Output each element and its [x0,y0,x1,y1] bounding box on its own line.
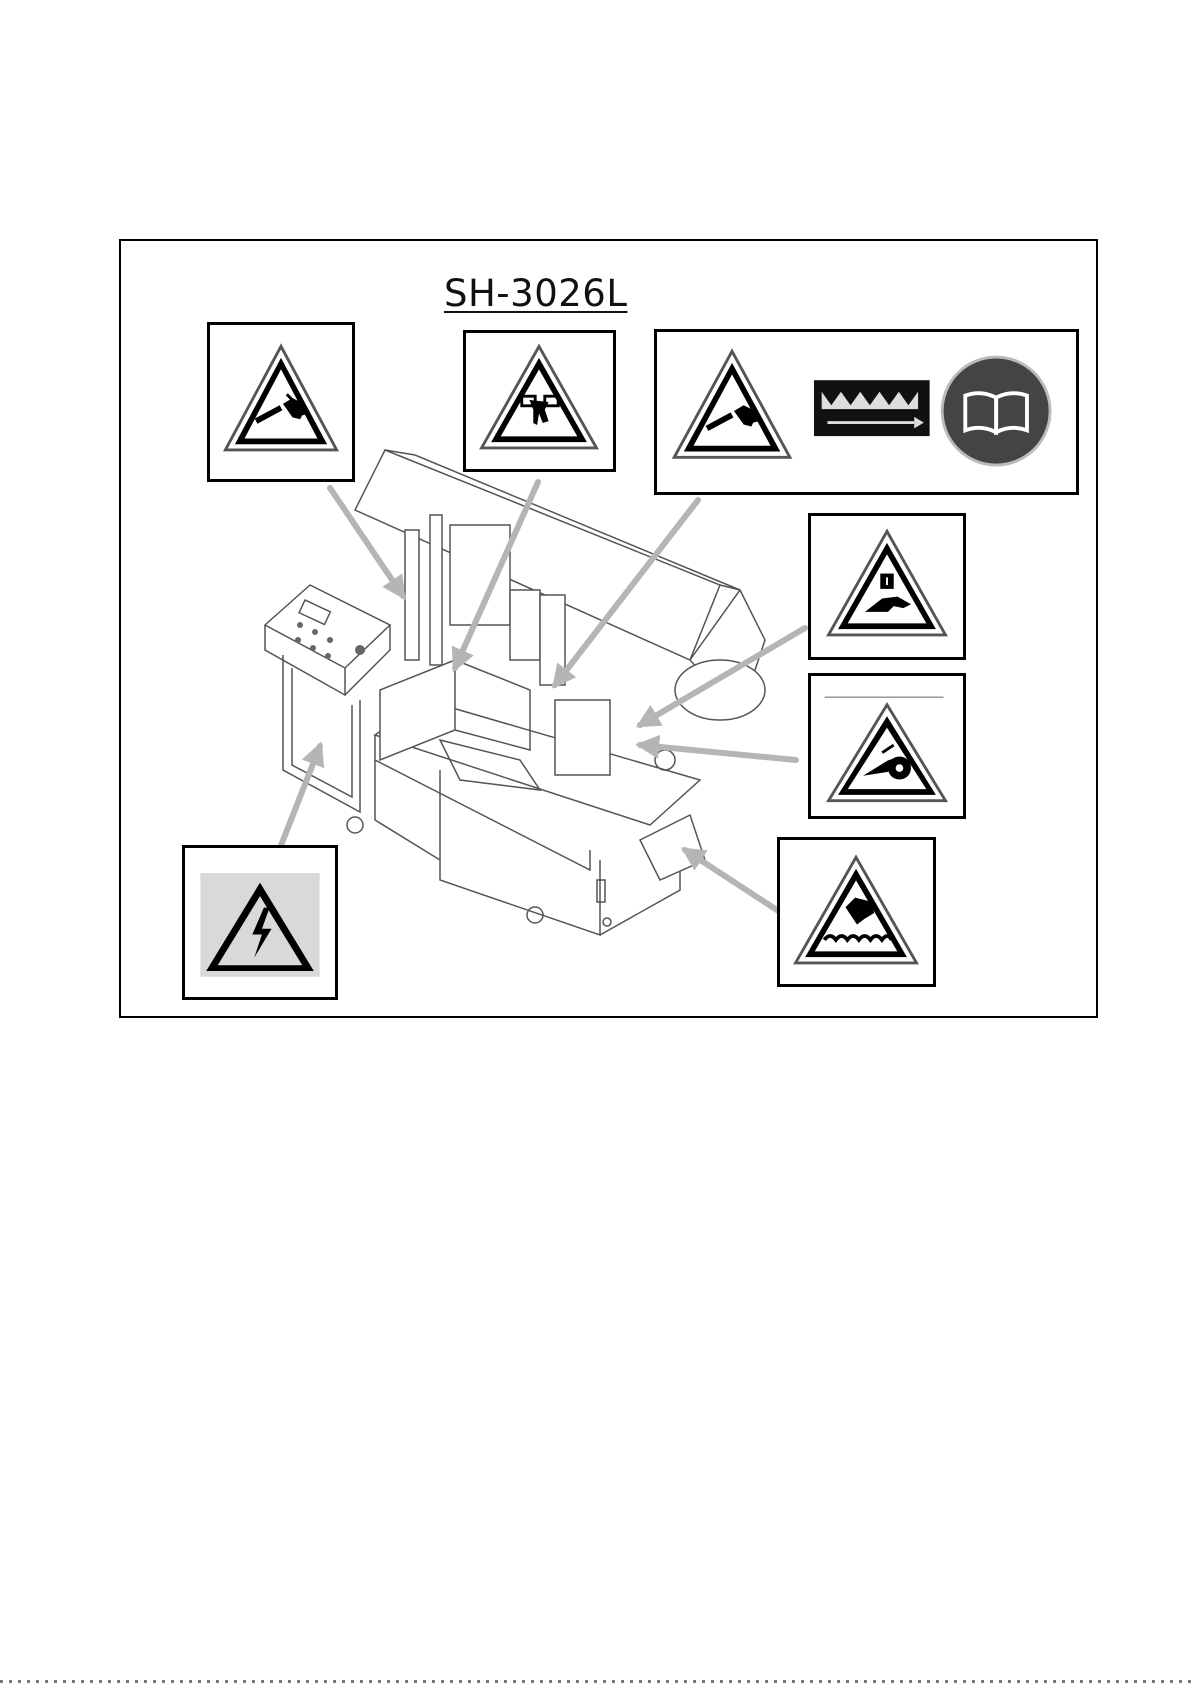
blade-group-icons [657,332,1076,492]
read-manual-icon [942,357,1050,465]
chip-conveyor-warning-icon [780,840,933,984]
blade-direction-icon [814,380,930,436]
page-bottom-edge [0,1680,1191,1683]
electric-shock-warning-icon [185,848,335,997]
belt-entanglement-warning-icon [811,676,963,816]
sign-electrical [182,845,338,1000]
sign-belt-right [808,673,966,819]
sign-hand-crush-center [463,330,616,472]
sign-hand-cut-left [207,322,355,482]
hand-pinch-warning-icon [811,516,963,657]
sign-blade-group [654,329,1079,495]
hand-crush-warning-icon [466,333,613,469]
hand-cut-warning-icon [674,351,790,457]
hand-cut-warning-icon [210,325,352,479]
sign-hand-pinch-right [808,513,966,660]
sign-chip-conveyor [777,837,936,987]
